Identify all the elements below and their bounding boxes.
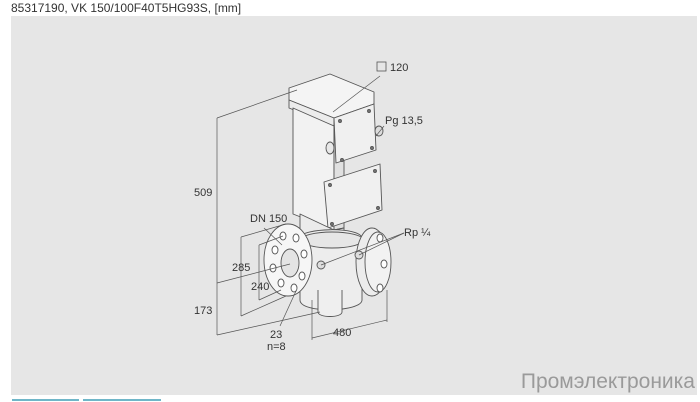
dim-cable-gland: Pg 13,5: [385, 115, 423, 127]
dim-flange-outer: 285: [232, 262, 250, 274]
footer-tab-1[interactable]: [12, 399, 79, 401]
dim-bolt-circle: 240: [251, 281, 269, 293]
square-symbol-icon: [376, 61, 387, 72]
drawing-panel: 120 Pg 13,5 509 DN 150 Rp ¼ 285 240 173 …: [11, 16, 697, 395]
valve-technical-drawing: 120 Pg 13,5 509 DN 150 Rp ¼ 285 240 173 …: [194, 61, 431, 353]
dim-bolt-hole: 23: [270, 329, 282, 341]
watermark-logo: Промэлектроника: [520, 370, 695, 393]
dim-face-to-face: 480: [333, 327, 351, 339]
cable-gland: [374, 125, 384, 137]
dim-bolt-count: n=8: [267, 341, 286, 353]
drawing-title: 85317190, VK 150/100F40T5HG93S, [mm]: [11, 1, 242, 15]
footer-tab-2[interactable]: [83, 399, 161, 401]
dim-total-height: 509: [194, 187, 212, 199]
dim-test-port: Rp ¼: [404, 227, 431, 239]
junction-box-upper: [333, 103, 377, 164]
dim-box-size: 120: [390, 62, 408, 74]
junction-box-lower: [323, 163, 383, 229]
dim-nominal-diameter: DN 150: [250, 213, 287, 225]
dim-axis-height: 173: [194, 305, 212, 317]
valve-body: [299, 229, 363, 311]
